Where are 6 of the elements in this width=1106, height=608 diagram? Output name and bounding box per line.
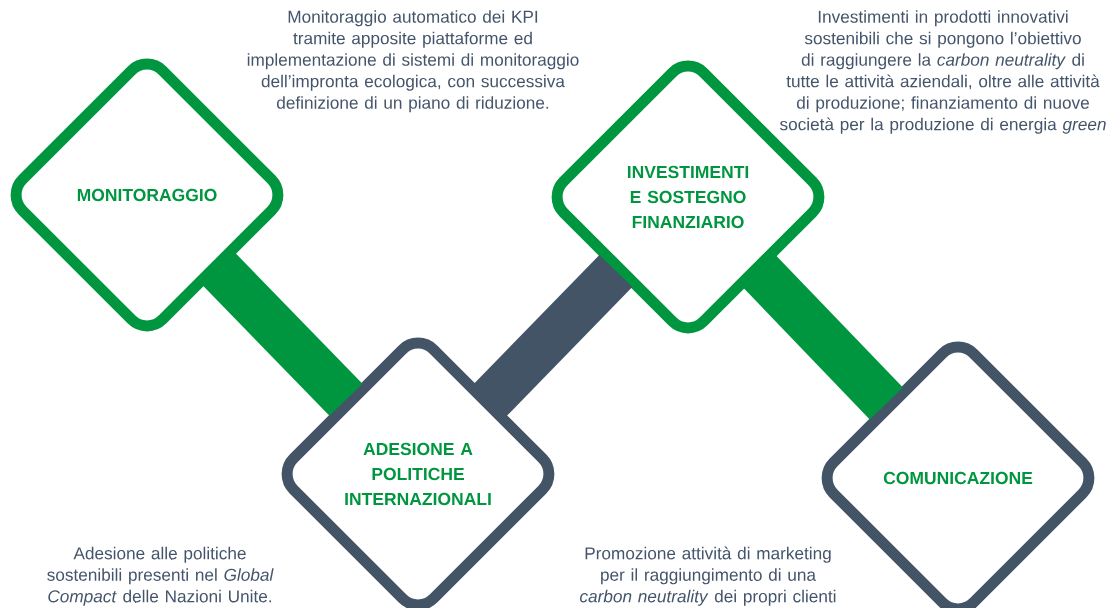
connector-bar xyxy=(473,255,633,416)
diamond-box: ADESIONE A POLITICHE INTERNAZIONALI xyxy=(281,337,555,608)
connector-bar xyxy=(743,255,903,420)
description-text: Investimenti in prodotti innovativi sostenibili che si pongono l’obiettivo di raggiungere la carbon neutrality di tutte le attività aziendali, oltre alle attività di produzione; finanziamento di nuove società per la produzione di energia green xyxy=(780,10,1106,134)
connector-bar xyxy=(202,253,363,416)
description-text: Adesione alle politiche sostenibili presenti nel Global Compact delle Nazioni Unite. xyxy=(47,546,274,606)
